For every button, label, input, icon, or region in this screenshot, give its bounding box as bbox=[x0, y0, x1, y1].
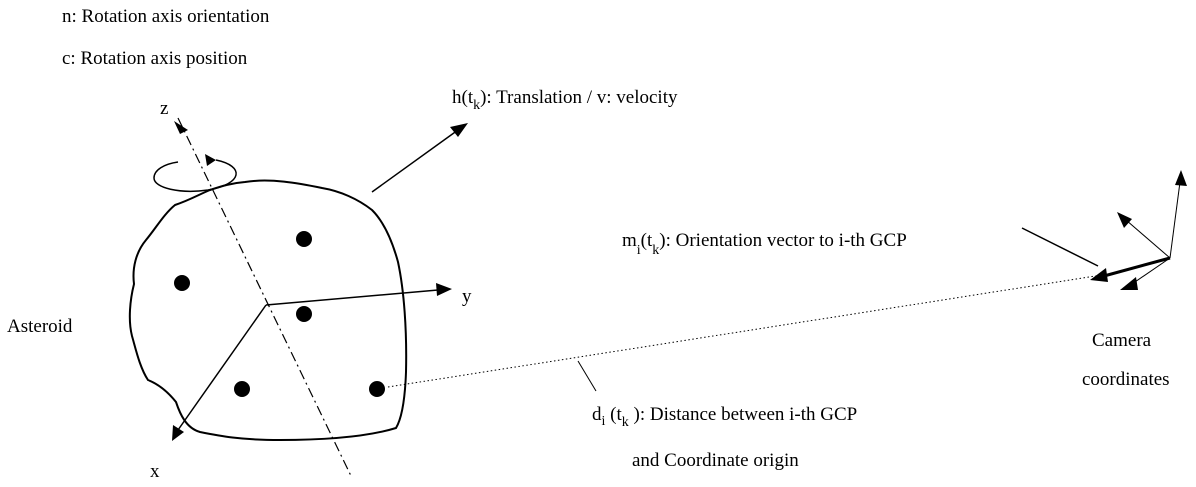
axis-z-label: z bbox=[160, 98, 168, 119]
camera-frame bbox=[1090, 170, 1187, 290]
legend-c-label: c: Rotation axis position bbox=[62, 48, 248, 69]
legend-n-label: n: Rotation axis orientation bbox=[62, 6, 270, 27]
translation-arrow bbox=[371, 129, 459, 193]
y-axis-arrowhead bbox=[436, 283, 452, 296]
translation-arrowhead bbox=[450, 123, 468, 137]
rotation-axis bbox=[177, 117, 353, 479]
axis-y-label: y bbox=[462, 286, 472, 307]
distance-line bbox=[387, 274, 1103, 388]
gcp-dot bbox=[296, 306, 312, 322]
orientation-vector-arrowhead bbox=[1090, 268, 1108, 282]
camera-axis-low-arrowhead bbox=[1120, 277, 1138, 290]
rotation-arrow bbox=[153, 159, 237, 193]
x-axis-arrowhead bbox=[172, 425, 184, 441]
translation-label: h(tk): Translation / v: velocity bbox=[452, 87, 678, 113]
distance-leader bbox=[577, 360, 597, 392]
camera-axis-up bbox=[1169, 181, 1181, 259]
rotation-arrowhead-icon bbox=[205, 154, 216, 166]
gcp-dot bbox=[296, 231, 312, 247]
y-axis bbox=[265, 289, 439, 306]
axis-x-label: x bbox=[150, 461, 160, 482]
gcp-dot bbox=[234, 381, 250, 397]
camera-axis-up-arrowhead bbox=[1175, 170, 1187, 186]
distance-label-line2: and Coordinate origin bbox=[632, 450, 799, 471]
gcp-dot bbox=[369, 381, 385, 397]
orientation-leader bbox=[1021, 227, 1099, 267]
camera-axis-diag-arrowhead bbox=[1117, 212, 1132, 228]
gcp-dot bbox=[174, 275, 190, 291]
camera-label-line1: Camera bbox=[1092, 330, 1152, 351]
camera-axis-low bbox=[1131, 257, 1171, 285]
z-axis-arrowhead bbox=[174, 121, 188, 134]
orientation-vector-label: mi(tk): Orientation vector to i-th GCP bbox=[622, 230, 907, 258]
camera-axis-diag bbox=[1125, 219, 1171, 259]
asteroid-label: Asteroid bbox=[7, 316, 73, 337]
x-axis bbox=[177, 304, 267, 431]
camera-label-line2: coordinates bbox=[1082, 369, 1170, 390]
distance-label: di (tk ): Distance between i-th GCP bbox=[592, 404, 857, 430]
asteroid-outline bbox=[128, 179, 408, 442]
orientation-vector bbox=[1103, 256, 1171, 278]
